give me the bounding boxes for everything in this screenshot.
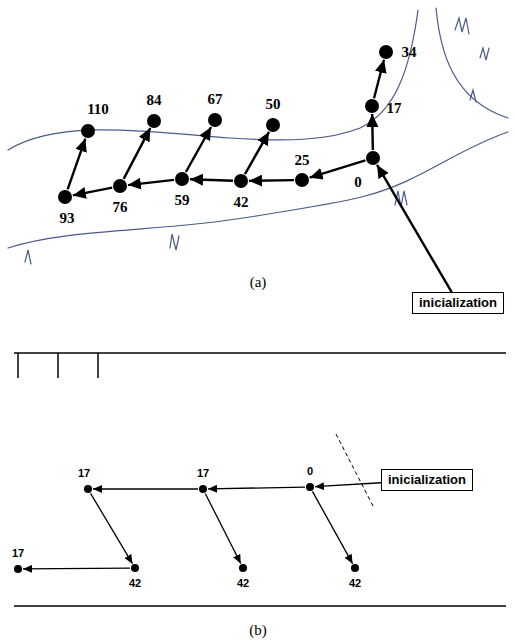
box-label: inicialization	[388, 472, 466, 488]
point-number: 17	[387, 101, 402, 116]
direction-arrow	[73, 188, 112, 196]
direction-arrow	[208, 487, 305, 489]
survey-point: 0	[366, 151, 380, 165]
direction-arrow	[124, 128, 151, 179]
direction-arrow	[91, 493, 133, 563]
survey-point: 42	[131, 564, 139, 572]
direction-arrow	[249, 179, 294, 182]
start-box: inicialization	[381, 469, 473, 491]
panel-caption: (b)	[249, 622, 267, 639]
point-number: 42	[234, 195, 249, 210]
point-number: 17	[78, 468, 90, 479]
point-number: 34	[402, 45, 417, 60]
point-number: 0	[307, 466, 313, 477]
direction-arrow	[190, 179, 233, 180]
survey-point: 42	[234, 174, 248, 188]
point-number: 84	[147, 93, 162, 108]
direction-arrow	[186, 127, 211, 172]
point-number: 76	[113, 200, 128, 215]
survey-point: 17	[14, 565, 22, 573]
point-number: 17	[197, 468, 209, 479]
direction-arrow	[371, 114, 374, 150]
survey-point: 84	[147, 114, 161, 128]
survey-point: 34	[379, 45, 393, 59]
survey-point: 17	[84, 485, 92, 493]
survey-point: 17	[199, 485, 207, 493]
direction-arrow	[315, 483, 381, 487]
survey-point: 110	[81, 124, 95, 138]
point-number: 17	[12, 548, 24, 559]
survey-point: 42	[239, 564, 247, 572]
survey-point: 25	[295, 173, 309, 187]
direction-arrow	[245, 132, 269, 174]
survey-point: 59	[175, 172, 189, 186]
survey-point: 76	[113, 179, 127, 193]
direction-arrow	[23, 567, 130, 569]
survey-point: 93	[58, 190, 72, 204]
survey-point: 50	[266, 118, 280, 132]
start-box: inicialization	[412, 292, 504, 314]
survey-point: 0	[306, 483, 314, 491]
point-number: 67	[208, 92, 223, 107]
survey-point: 42	[351, 564, 359, 572]
point-number: 59	[175, 193, 190, 208]
direction-arrow	[374, 60, 384, 99]
direction-arrow	[377, 165, 452, 292]
point-number: 42	[349, 578, 361, 589]
point-number: 25	[295, 153, 310, 168]
direction-arrow	[128, 180, 174, 185]
direction-arrow	[68, 139, 86, 190]
point-number: 93	[60, 211, 75, 226]
point-number: 42	[237, 578, 249, 589]
direction-arrow	[205, 493, 240, 563]
point-number: 42	[129, 578, 141, 589]
box-label: inicialization	[419, 295, 497, 311]
point-number: 50	[266, 97, 281, 112]
direction-arrow	[93, 488, 198, 489]
point-number: 110	[87, 102, 109, 117]
survey-point: 17	[365, 99, 379, 113]
direction-arrow	[312, 491, 352, 563]
panel-caption: (a)	[250, 274, 267, 291]
survey-point: 67	[208, 113, 222, 127]
point-number: 0	[354, 175, 362, 190]
